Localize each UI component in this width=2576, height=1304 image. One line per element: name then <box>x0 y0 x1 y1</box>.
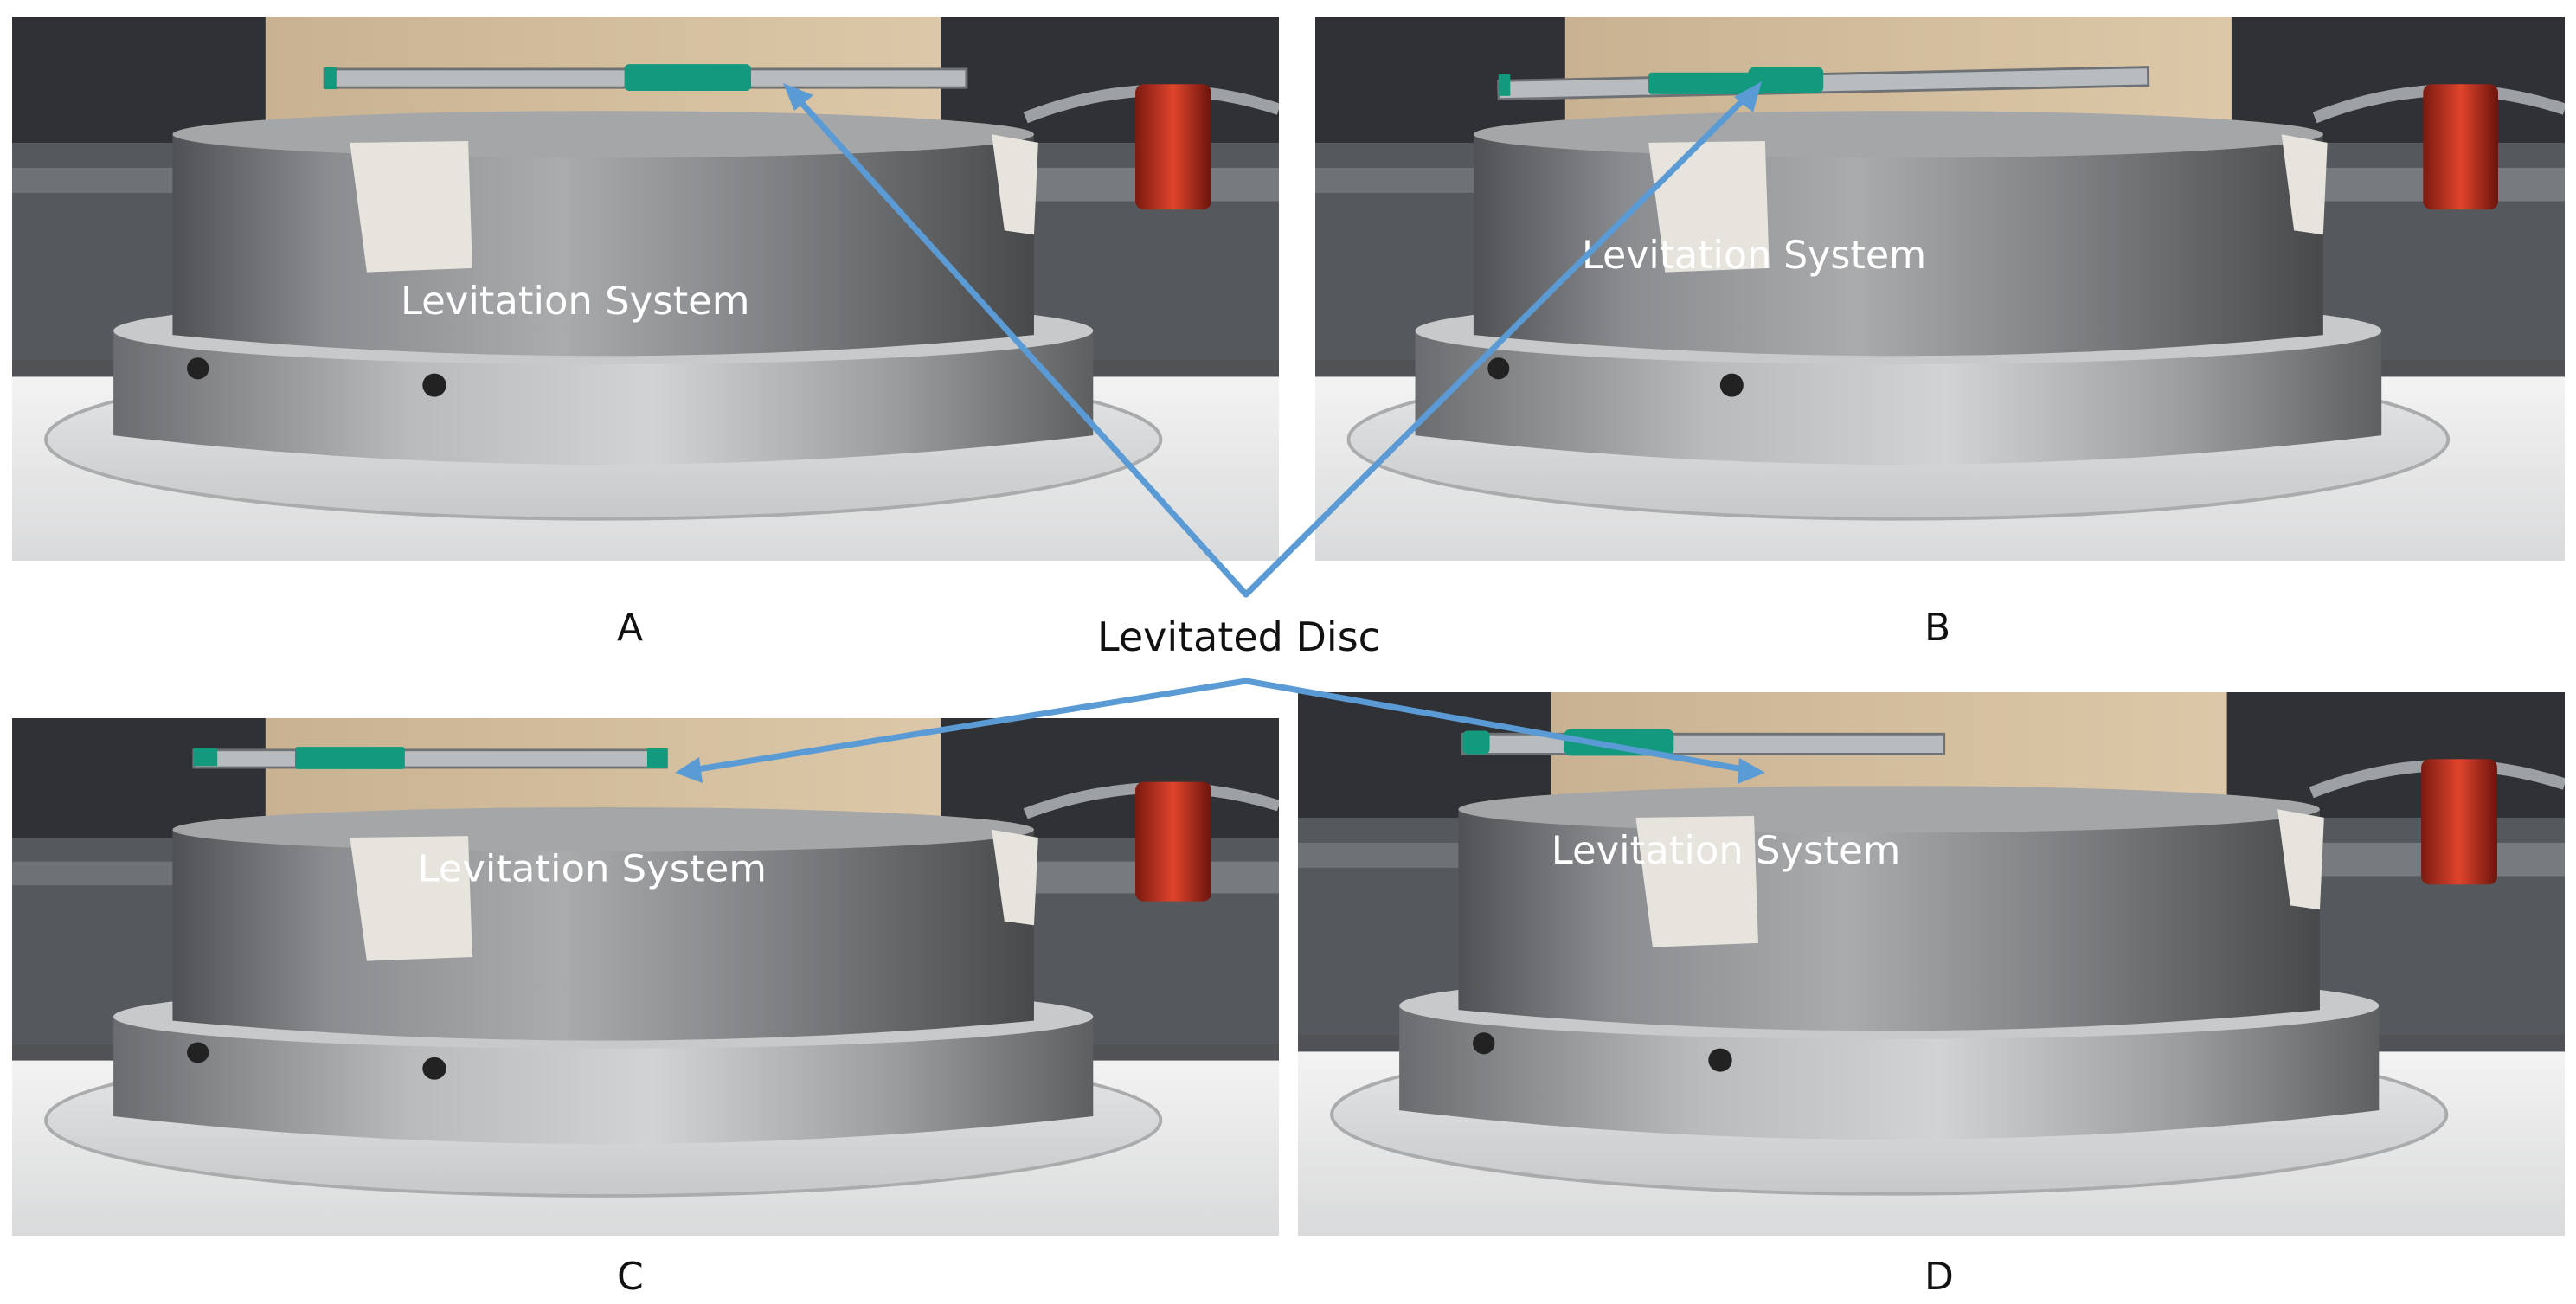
panel-b: Levitation System B <box>1315 17 2565 650</box>
levitated-disc-b <box>1497 66 2150 101</box>
arrowheads <box>675 81 1765 784</box>
system-label-d: Levitation System <box>1551 828 1901 873</box>
panel-letter-d: D <box>1924 1255 1954 1299</box>
levitated-disc-c <box>192 747 668 769</box>
arrowhead-d <box>1738 758 1765 784</box>
panel-a: Levitation System A <box>12 17 1279 650</box>
arrowhead-a <box>783 83 813 111</box>
system-label-c: Levitation System <box>417 849 767 891</box>
photo-panel-c: Levitation System <box>12 718 1279 1236</box>
panel-letter-c: C <box>617 1255 644 1299</box>
arrow-to-disc-d <box>1243 678 1751 774</box>
panel-d: Levitation System D <box>1298 692 2565 1299</box>
panel-letter-b: B <box>1924 606 1950 650</box>
callout-label: Levitated Disc <box>1097 613 1380 660</box>
photo-panel-b: Levitation System <box>1315 17 2565 561</box>
photo-panel-d: Levitation System <box>1298 692 2565 1236</box>
panel-c: Levitation System C <box>12 718 1279 1299</box>
arrow-to-disc-c <box>689 678 1249 774</box>
arrow-to-disc-b <box>1243 92 1751 598</box>
callout-arrows <box>689 92 1751 774</box>
levitated-disc-a <box>323 64 968 92</box>
panel-letter-a: A <box>617 606 643 650</box>
system-label-b: Levitation System <box>1582 234 1926 278</box>
photo-panel-a: Levitation System <box>12 17 1279 561</box>
arrowhead-b <box>1734 81 1762 112</box>
system-label-a: Levitation System <box>401 279 750 324</box>
arrowhead-c <box>675 757 703 783</box>
arrow-to-disc-a <box>793 93 1249 598</box>
